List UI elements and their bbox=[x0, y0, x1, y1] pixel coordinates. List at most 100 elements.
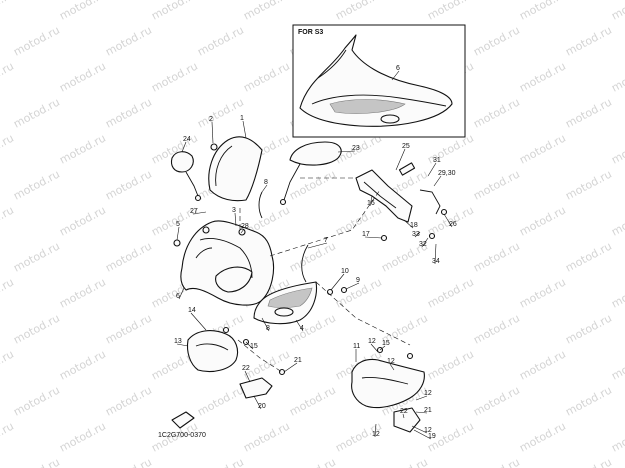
callout-label: 4 bbox=[300, 325, 304, 332]
fastener-14 bbox=[222, 326, 230, 334]
leader-line bbox=[190, 312, 207, 331]
leader-line bbox=[253, 395, 262, 410]
watermark-text: motod.ru bbox=[11, 95, 62, 130]
callout-label: 23 bbox=[352, 145, 360, 152]
callout-label: 22 bbox=[242, 365, 250, 372]
watermark-text: motod.ru bbox=[11, 23, 62, 58]
leader-line bbox=[364, 236, 383, 239]
watermark-text: motod.ru bbox=[471, 383, 522, 418]
clip-part bbox=[171, 411, 195, 429]
watermark-text: motod.ru bbox=[563, 383, 614, 418]
watermark-text: motod.ru bbox=[471, 311, 522, 346]
leader-line bbox=[345, 282, 360, 290]
watermark-text: motod.ru bbox=[517, 347, 568, 382]
watermark-text: motod.ru bbox=[0, 59, 16, 94]
leader-line bbox=[427, 162, 437, 177]
leader-line bbox=[421, 237, 429, 248]
callout-label: 15 bbox=[382, 340, 390, 347]
callout-label: 31 bbox=[433, 157, 441, 164]
mirror-right bbox=[279, 141, 342, 206]
watermark-text: motod.ru bbox=[241, 419, 292, 454]
watermark-text: motod.ru bbox=[563, 23, 614, 58]
watermark-text: motod.ru bbox=[563, 311, 614, 346]
stay-7 bbox=[301, 244, 309, 283]
watermark-text: motod.ru bbox=[609, 59, 625, 94]
leader-line bbox=[369, 195, 373, 207]
watermark-text: motod.ru bbox=[517, 203, 568, 238]
callout-label: 6 bbox=[176, 293, 180, 300]
leader-line bbox=[443, 213, 453, 228]
watermark-text: motod.ru bbox=[471, 239, 522, 274]
leader-line bbox=[307, 242, 328, 249]
leader-line bbox=[261, 184, 268, 193]
callout-label: 29,30 bbox=[438, 170, 456, 177]
callout-label: 20 bbox=[258, 403, 266, 410]
watermark-text: motod.ru bbox=[57, 0, 108, 23]
leader-line bbox=[395, 148, 406, 171]
watermark-text: motod.ru bbox=[103, 383, 154, 418]
watermark-text: motod.ru bbox=[103, 455, 154, 468]
callout-label: 14 bbox=[188, 307, 196, 314]
callout-label: 33 bbox=[412, 231, 420, 238]
watermark-text: motod.ru bbox=[103, 311, 154, 346]
leader-line bbox=[295, 319, 304, 332]
callout-label: 7 bbox=[324, 237, 328, 244]
watermark-text: motod.ru bbox=[333, 0, 384, 23]
upper-cowling bbox=[180, 220, 275, 306]
leader-line bbox=[374, 423, 377, 438]
callout-label: 12 bbox=[424, 390, 432, 397]
leader-line bbox=[434, 243, 437, 265]
fastener-10 bbox=[326, 288, 334, 296]
leader-line bbox=[403, 219, 414, 229]
leader-line bbox=[391, 70, 400, 81]
leader-line bbox=[413, 429, 432, 440]
watermark-text: motod.ru bbox=[195, 455, 246, 468]
under-cowling-left bbox=[186, 330, 239, 373]
callout-label: 21 bbox=[424, 407, 432, 414]
watermark-text: motod.ru bbox=[517, 275, 568, 310]
leader-line bbox=[244, 370, 251, 383]
watermark-text: motod.ru bbox=[471, 455, 522, 468]
leader-line bbox=[176, 343, 189, 347]
watermark-text: motod.ru bbox=[11, 167, 62, 202]
watermark-text: motod.ru bbox=[0, 275, 16, 310]
watermark-text: motod.ru bbox=[609, 0, 625, 23]
leader-line bbox=[330, 273, 345, 291]
leader-line bbox=[261, 317, 270, 332]
leader-line bbox=[389, 363, 395, 371]
callout-label: 19 bbox=[428, 433, 436, 440]
watermark-text: motod.ru bbox=[517, 419, 568, 454]
leader-line bbox=[415, 411, 428, 414]
watermark-text: motod.ru bbox=[103, 239, 154, 274]
leader-line bbox=[379, 345, 386, 351]
callout-label: 6 bbox=[396, 65, 400, 72]
leader-line bbox=[242, 120, 247, 139]
leader-line bbox=[415, 395, 428, 401]
leader-lines bbox=[176, 70, 453, 440]
watermark-text: motod.ru bbox=[563, 239, 614, 274]
watermark-text: motod.ru bbox=[287, 239, 338, 274]
callout-label: 11 bbox=[353, 343, 360, 350]
windscreen bbox=[208, 136, 263, 202]
leader-line bbox=[192, 211, 207, 215]
watermark-text: motod.ru bbox=[609, 419, 625, 454]
watermark-text: motod.ru bbox=[57, 419, 108, 454]
watermark-text: motod.ru bbox=[517, 0, 568, 23]
callout-label: 5 bbox=[176, 221, 180, 228]
callout-label: 28 bbox=[241, 223, 249, 230]
watermark-text: motod.ru bbox=[471, 23, 522, 58]
callout-label: 34 bbox=[432, 258, 440, 265]
watermark-text: motod.ru bbox=[0, 0, 16, 23]
callout-label: 9 bbox=[356, 277, 360, 284]
watermark-text: motod.ru bbox=[11, 239, 62, 274]
watermark-text: motod.ru bbox=[103, 23, 154, 58]
callout-label: 13 bbox=[174, 338, 182, 345]
watermark-text: motod.ru bbox=[57, 275, 108, 310]
leader-line bbox=[402, 413, 405, 419]
leader-line bbox=[211, 121, 214, 144]
watermark-text: motod.ru bbox=[57, 203, 108, 238]
diagram-code: 1C2G700-0370 bbox=[158, 432, 206, 439]
callout-label: 10 bbox=[341, 268, 349, 275]
